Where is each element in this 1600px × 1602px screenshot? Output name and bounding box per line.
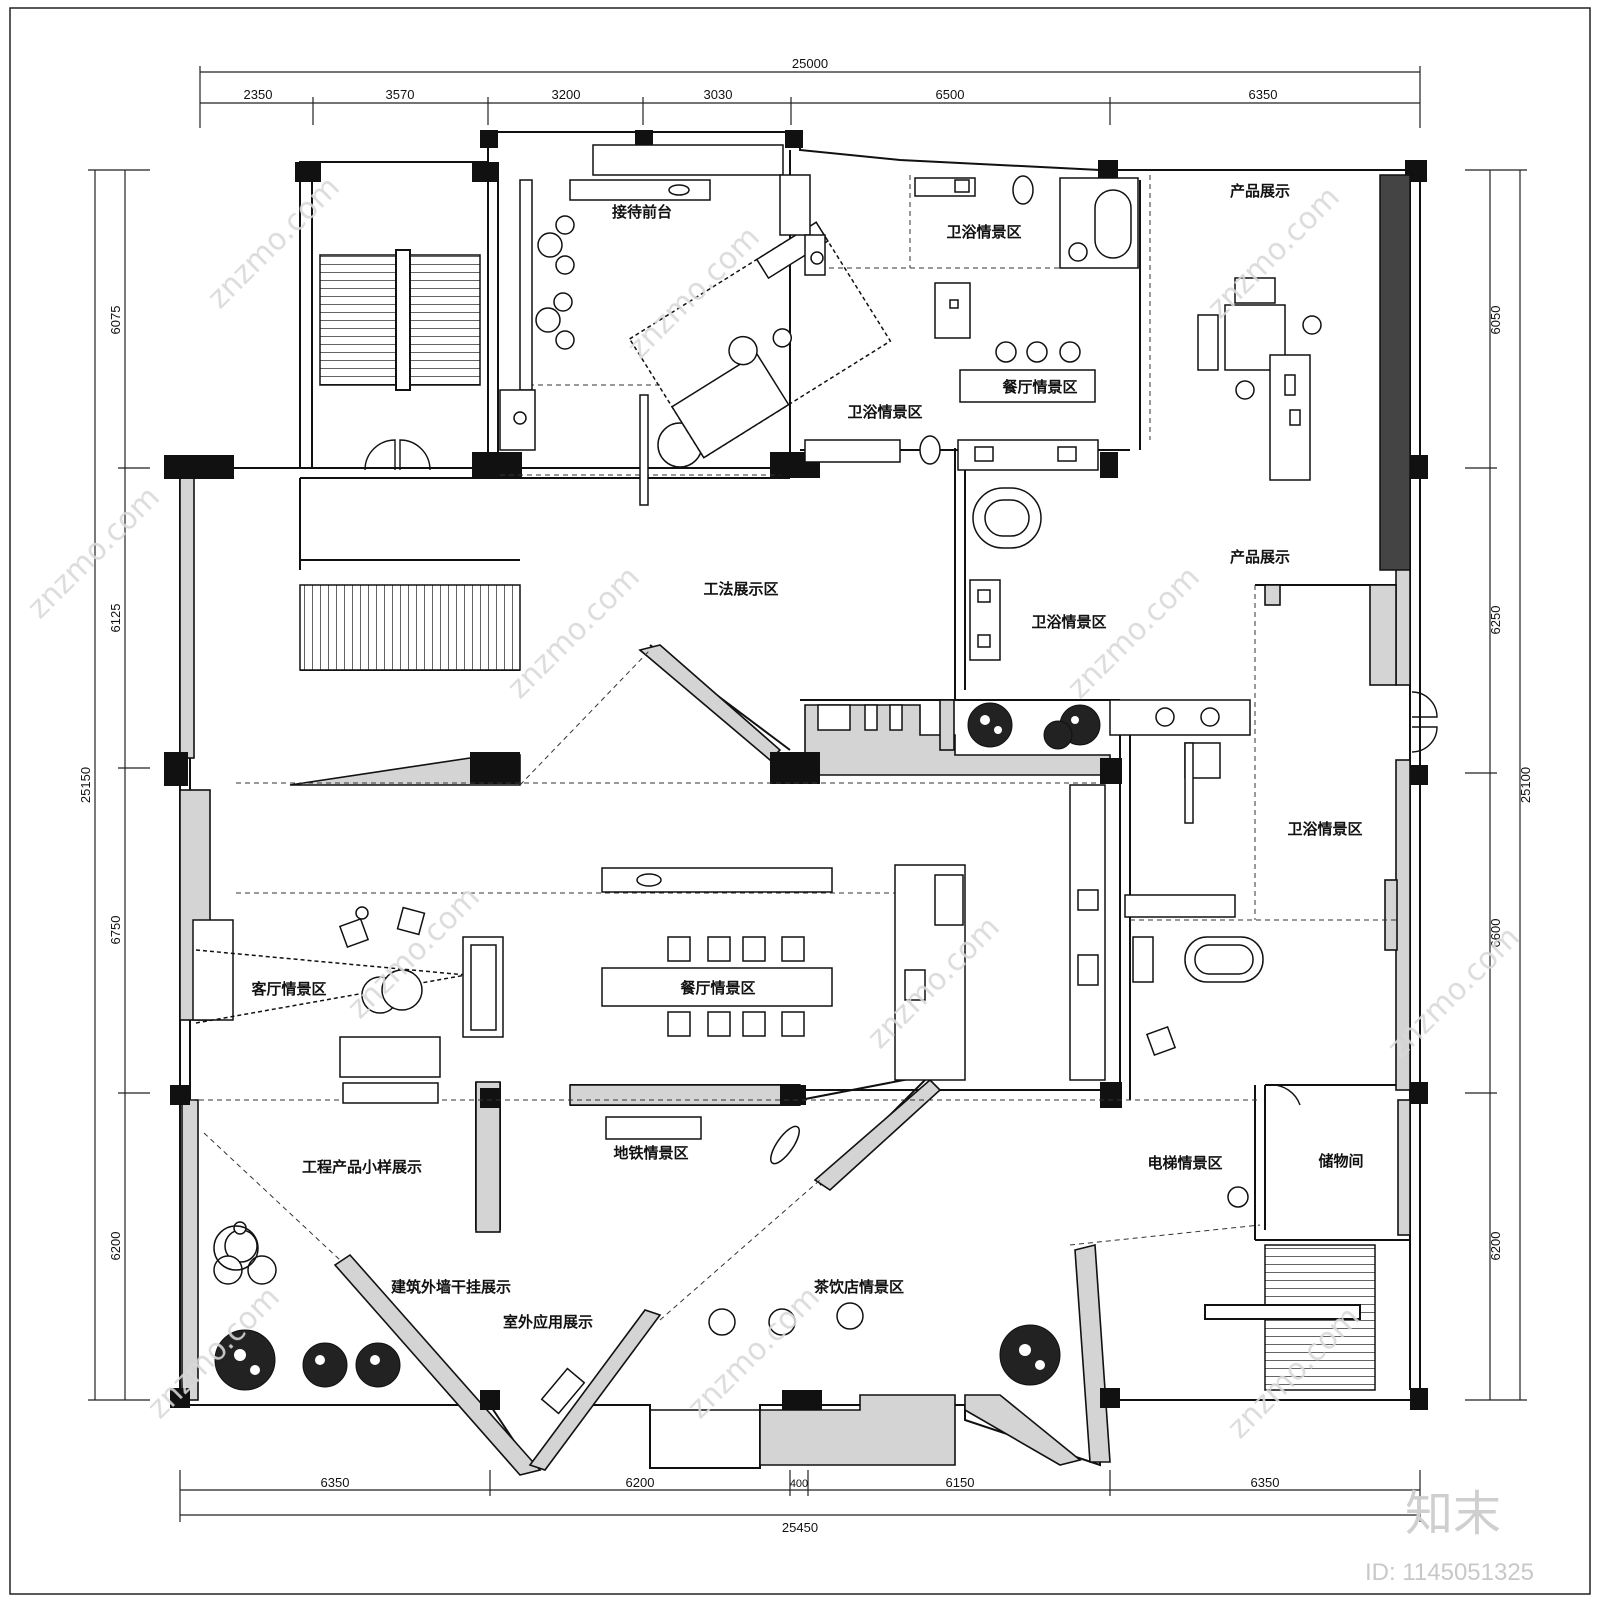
- dim-bottom-4: 6150: [946, 1475, 975, 1490]
- label-elevator: 电梯情景区: [1147, 1154, 1222, 1172]
- label-bath-center: 卫浴情景区: [847, 403, 922, 421]
- label-bath-top: 卫浴情景区: [946, 223, 1021, 241]
- watermark: znzmo.com: [21, 480, 167, 626]
- label-storage: 储物间: [1318, 1152, 1363, 1170]
- living-dining-furniture: [192, 784, 1264, 1104]
- label-product-top: 产品展示: [1230, 182, 1290, 200]
- label-living: 客厅情景区: [250, 980, 326, 998]
- dim-bottom-1: 6350: [321, 1475, 350, 1490]
- dim-left-4: 6200: [108, 1232, 123, 1261]
- watermark: znzmo.com: [1061, 560, 1207, 706]
- watermark: znzmo.com: [501, 560, 647, 706]
- label-bath-right: 卫浴情景区: [1287, 820, 1362, 838]
- brand-logo: 知末: [1405, 1486, 1501, 1542]
- label-metro: 地铁情景区: [613, 1144, 688, 1162]
- dim-top-2: 3570: [386, 87, 415, 102]
- dim-left-3: 6750: [108, 916, 123, 945]
- drawing-border: [9, 7, 1591, 1595]
- label-outdoor: 室外应用展示: [503, 1313, 593, 1331]
- label-reception: 接待前台: [612, 203, 672, 221]
- label-engineering: 工程产品小样展示: [302, 1158, 422, 1176]
- dim-bottom-5: 6350: [1251, 1475, 1280, 1490]
- stair-hall: [299, 584, 521, 671]
- label-bath-mid: 卫浴情景区: [1031, 613, 1106, 631]
- label-teahouse: 茶饮店情景区: [814, 1278, 904, 1296]
- dim-right-2: 6250: [1488, 606, 1503, 635]
- dim-top-3: 3200: [552, 87, 581, 102]
- dim-bottom-2: 6200: [626, 1475, 655, 1490]
- dim-top-total: 25000: [792, 56, 828, 71]
- plant-highlights: [234, 715, 1079, 1375]
- dim-bottom-total: 25450: [782, 1520, 818, 1535]
- image-id: ID: 1145051325: [1365, 1559, 1534, 1586]
- dim-left-2: 6125: [108, 604, 123, 633]
- dim-top-5: 6500: [936, 87, 965, 102]
- bath-fixtures-top: [779, 174, 1139, 471]
- label-facade: 建筑外墙干挂展示: [391, 1278, 511, 1296]
- dim-bottom-3: 400: [790, 1478, 808, 1490]
- lower-furniture: [213, 1116, 1249, 1415]
- dim-top-4: 3030: [704, 87, 733, 102]
- dim-left-total: 25150: [78, 767, 93, 803]
- stair-bottom-rail: [1204, 1304, 1361, 1320]
- label-craft: 工法展示区: [703, 580, 778, 598]
- doors: [364, 439, 1438, 1106]
- columns: [164, 130, 1428, 1410]
- dimension-lines: [88, 66, 1527, 1522]
- stair-rail: [395, 249, 411, 391]
- dim-top-1: 2350: [244, 87, 273, 102]
- dim-right-1: 6050: [1488, 306, 1503, 335]
- dim-right-total: 25100: [1518, 767, 1533, 803]
- plants: [214, 702, 1101, 1391]
- reception-furniture: [499, 144, 784, 506]
- label-dining-main: 餐厅情景区: [680, 979, 755, 997]
- product-furniture: [1197, 174, 1411, 571]
- dim-right-4: 6200: [1488, 1232, 1503, 1261]
- watermark: znzmo.com: [1201, 180, 1347, 326]
- dim-left-1: 6075: [108, 306, 123, 335]
- label-product-bottom: 产品展示: [1230, 548, 1290, 566]
- label-dining-small: 餐厅情景区: [1002, 378, 1077, 396]
- bath-fixtures-mid: [817, 487, 1251, 824]
- dim-top-6: 6350: [1249, 87, 1278, 102]
- dim-right-3: 6600: [1488, 919, 1503, 948]
